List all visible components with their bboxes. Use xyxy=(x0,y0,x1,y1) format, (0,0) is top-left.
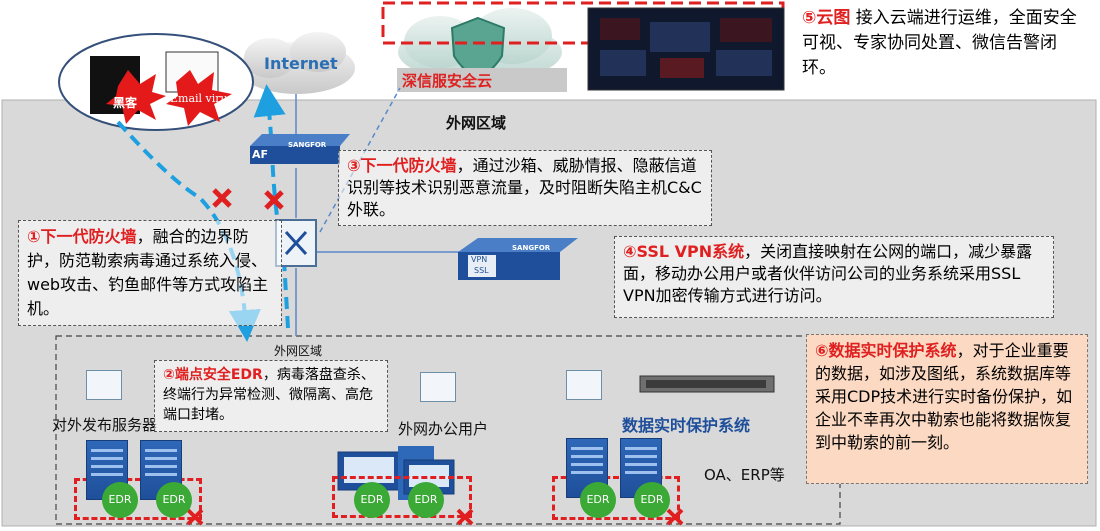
edr-group-frame xyxy=(74,478,202,520)
edr-badge: EDR xyxy=(408,482,444,518)
callout-ngfw-3: ③下一代防火墙，通过沙箱、威胁情报、隐蔽信道识别等技术识别恶意流量，及时阻断失陷… xyxy=(338,150,712,226)
outer-zone-title: 外网区域 xyxy=(446,114,507,132)
callout-edr-head: ②端点安全EDR xyxy=(163,367,263,383)
threat-oval xyxy=(58,33,254,131)
callout-vpn: ④SSL VPN系统，关闭直接映射在公网的端口，减少暴露面，移动办公用户或者伙伴… xyxy=(614,236,1054,318)
switch-icon xyxy=(420,372,456,402)
callout-cdp-body: ，对于企业重要的数据，如涉及图纸，系统数据库等采用CDP技术进行实时备份保护，如… xyxy=(815,341,1073,452)
oa-label: OA、ERP等 xyxy=(704,466,785,484)
callout-cloud-body: 接入云端进行运维，全面安全可视、专家协同处置、微信告警闭环。 xyxy=(802,8,1077,78)
block-x-icon xyxy=(212,188,232,208)
vpn-device-top xyxy=(458,238,578,252)
cloud-label-bg xyxy=(397,68,567,92)
cloud-label: 深信服安全云 xyxy=(402,72,493,90)
office-label: 外网办公用户 xyxy=(398,420,489,438)
hacker-burst-icon xyxy=(106,70,166,124)
edr-badge: EDR xyxy=(354,482,390,518)
vpn-brand: SANGFOR xyxy=(512,244,551,252)
callout-cdp: ⑥数据实时保护系统，对于企业重要的数据，如涉及图纸，系统数据库等采用CDP技术进… xyxy=(806,334,1088,484)
inner-zone-title: 外网区域 xyxy=(274,344,323,358)
af-device-icon xyxy=(250,146,340,164)
vpn-tag1: VPN xyxy=(471,255,488,264)
vpn-tag2: SSL xyxy=(474,266,489,275)
callout-ngfw-1-body: ，融合的边界防护，防范勒索病毒通过系统入侵、web攻击、钓鱼邮件等方式攻陷主机。 xyxy=(27,227,269,318)
callout-cloud-head: ⑤云图 xyxy=(802,8,851,28)
inner-zone-frame xyxy=(55,335,841,525)
internet-label: Internet xyxy=(264,54,338,73)
email-virus-label: Email virus xyxy=(170,92,234,105)
edr-group-frame xyxy=(552,476,680,520)
virus-burst-icon xyxy=(166,70,232,126)
af-tag: AF xyxy=(252,148,269,161)
switch-icon xyxy=(86,370,122,400)
switch-icon xyxy=(566,370,602,400)
af-device-top xyxy=(250,134,350,146)
edr-badge: EDR xyxy=(580,482,616,518)
edr-badge: EDR xyxy=(102,482,138,518)
callout-cdp-head: ⑥数据实时保护系统 xyxy=(815,341,957,360)
callout-vpn-body: ，关闭直接映射在公网的端口，减少暴露面，移动办公用户或者伙伴访问公司的业务系统采… xyxy=(623,242,1033,305)
cdp-label: 数据实时保护系统 xyxy=(622,416,751,435)
af-brand: SANGFOR xyxy=(288,141,327,149)
callout-ngfw-1-head: ①下一代防火墙 xyxy=(27,227,137,246)
block-x-icon xyxy=(264,190,284,210)
servers-label: 对外发布服务器 xyxy=(52,416,158,434)
edr-badge: EDR xyxy=(634,482,670,518)
edr-group-frame xyxy=(332,476,472,518)
callout-ngfw-3-body: ，通过沙箱、威胁情报、隐蔽信道识别等技术识别恶意流量，及时阻断失陷主机C&C外联… xyxy=(347,156,702,219)
attack-path-1 xyxy=(116,120,261,342)
internet-cloud-icon xyxy=(239,32,355,94)
callout-edr-body: ，病毒落盘查杀、终端行为异常检测、微隔离、高危端口封堵。 xyxy=(163,367,375,423)
edr-badge: EDR xyxy=(156,482,192,518)
callout-ngfw-1: ①下一代防火墙，融合的边界防护，防范勒索病毒通过系统入侵、web攻击、钓鱼邮件等… xyxy=(18,220,282,326)
callout-edr: ②端点安全EDR，病毒落盘查杀、终端行为异常检测、微隔离、高危端口封堵。 xyxy=(154,360,388,432)
callout-cloud: ⑤云图 接入云端进行运维，全面安全可视、专家协同处置、微信告警闭环。 xyxy=(798,4,1090,84)
callout-ngfw-3-head: ③下一代防火墙 xyxy=(347,156,457,175)
hacker-label: 黑客 xyxy=(113,96,138,110)
callout-vpn-head: ④SSL VPN系统 xyxy=(623,242,745,261)
